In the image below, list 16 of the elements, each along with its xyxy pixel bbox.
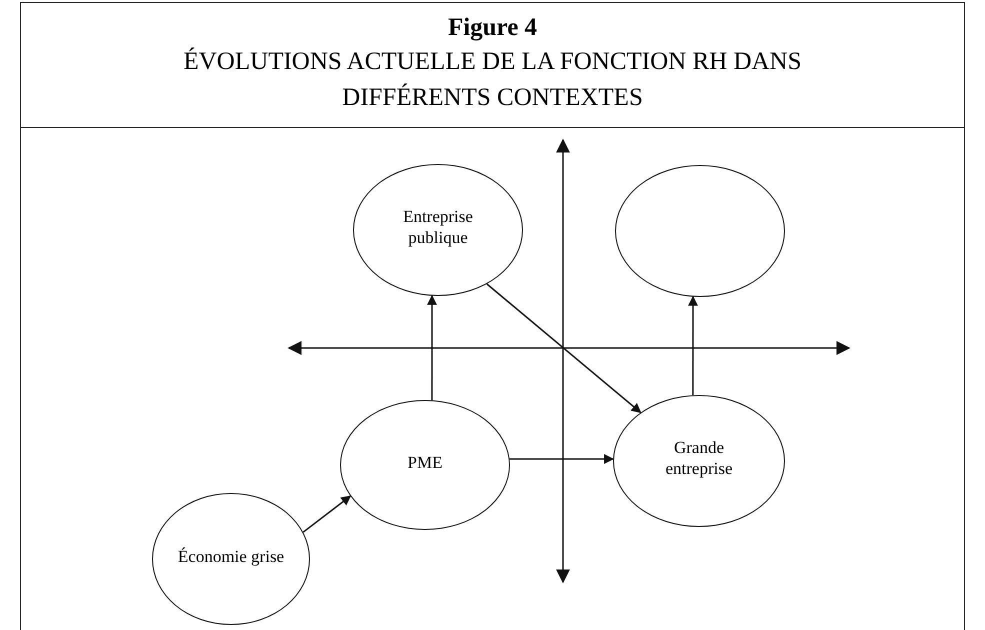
arrow bbox=[427, 294, 437, 400]
node-label: PME bbox=[406, 452, 444, 472]
node-label: Grande entreprise bbox=[664, 437, 734, 479]
arrow bbox=[510, 454, 614, 464]
node-label: Économie grise bbox=[176, 546, 286, 566]
ellipse-node bbox=[353, 164, 523, 296]
ellipse-node bbox=[615, 165, 785, 297]
ellipse-node bbox=[340, 400, 510, 530]
node-label: Entreprise publique bbox=[402, 206, 474, 248]
figure-title: ÉVOLUTIONS ACTUELLE DE LA FONCTION RH DANS DIFFÉRENTS CONTEXTES bbox=[182, 46, 803, 113]
arrow bbox=[688, 296, 698, 396]
arrow bbox=[486, 283, 642, 414]
arrow bbox=[302, 496, 352, 533]
ellipse-node bbox=[152, 493, 310, 625]
ellipse-node bbox=[613, 395, 785, 527]
figure-number: Figure 4 bbox=[448, 13, 538, 43]
